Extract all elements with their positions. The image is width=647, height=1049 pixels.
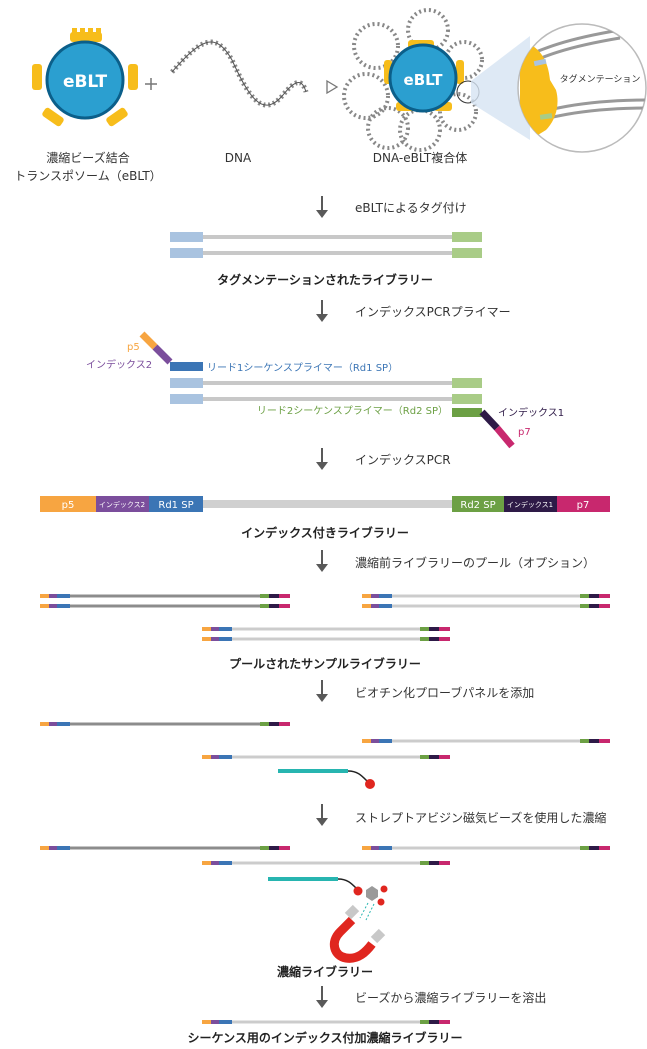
- final-library: [202, 1020, 450, 1024]
- zoom-cone: [471, 36, 530, 140]
- p7-label: p7: [518, 427, 531, 438]
- library-fragment: [202, 1020, 450, 1024]
- bead-caption-1: 濃縮ビーズ結合: [46, 150, 129, 165]
- index2-label: インデックス2: [86, 358, 152, 371]
- library-fragment: [202, 755, 450, 759]
- bar-p7: p7: [577, 500, 590, 511]
- bar-index2: インデックス2: [99, 500, 145, 509]
- step6-title: 濃縮ライブラリー: [277, 964, 373, 979]
- p5-label: p5: [127, 342, 140, 353]
- library-fragment: [202, 861, 450, 865]
- step7-label: ビーズから濃縮ライブラリーを溶出: [355, 990, 546, 1005]
- bar-index1: インデックス1: [507, 500, 553, 509]
- library-fragment: [202, 627, 450, 631]
- down-arrow-icon: [316, 196, 328, 218]
- down-arrow-icon: [316, 804, 328, 826]
- library-fragment: [362, 604, 610, 608]
- indexed-library-bar: p5 インデックス2 Rd1 SP Rd2 SP インデックス1 p7: [40, 496, 610, 512]
- zoom-circle: タグメンテーション: [517, 23, 647, 153]
- step4-label: 濃縮前ライブラリーのプール（オプション）: [355, 555, 595, 570]
- rd1-label: リード1シーケンスプライマー（Rd1 SP）: [207, 362, 398, 374]
- bead-label: eBLT: [63, 72, 108, 92]
- tagmented-fragment: [170, 232, 482, 258]
- index1-label: インデックス1: [498, 406, 564, 419]
- library-fragment: [40, 604, 290, 608]
- step2-label: インデックスPCRプライマー: [355, 304, 511, 319]
- dna-strand-icon: [170, 39, 309, 108]
- complex-bead-label: eBLT: [404, 71, 444, 89]
- step5-label: ビオチン化プローブパネルを添加: [355, 685, 534, 700]
- step3-title: インデックス付きライブラリー: [241, 525, 409, 540]
- library-fragment: [40, 722, 290, 726]
- down-arrow-icon: [316, 300, 328, 322]
- capture-libraries: [40, 846, 610, 865]
- dna-caption: DNA: [225, 151, 252, 165]
- bar-rd2: Rd2 SP: [460, 500, 495, 511]
- magnet-icon: [329, 904, 386, 963]
- triangle-right-icon: [326, 79, 339, 95]
- pooled-libraries: [40, 594, 610, 641]
- library-fragment: [202, 637, 450, 641]
- streptavidin-bead-icon: [268, 877, 388, 921]
- step6-label: ストレプトアビジン磁気ビーズを使用した濃縮: [355, 810, 606, 825]
- plus-icon: [145, 78, 157, 90]
- down-arrow-icon: [316, 986, 328, 1008]
- complex-caption: DNA-eBLT複合体: [373, 150, 467, 165]
- library-fragment: [362, 594, 610, 598]
- library-fragment: [362, 846, 610, 850]
- step7-title: シーケンス用のインデックス付加濃縮ライブラリー: [187, 1030, 462, 1045]
- step3-label: インデックスPCR: [355, 452, 451, 467]
- library-fragment: [40, 594, 290, 598]
- zoom-label: タグメンテーション: [560, 73, 641, 85]
- down-arrow-icon: [316, 680, 328, 702]
- down-arrow-icon: [316, 448, 328, 470]
- bar-rd1: Rd1 SP: [158, 500, 193, 511]
- probe-hybridization: [40, 722, 610, 759]
- bead-caption-2: トランスポソーム（eBLT）: [14, 169, 161, 183]
- rd2-label: リード2シーケンスプライマー（Rd2 SP）: [257, 405, 448, 417]
- ebblt-bead-icon: eBLT: [32, 28, 138, 127]
- step1-label: eBLTによるタグ付け: [355, 201, 467, 215]
- primer-annealing: [139, 331, 515, 449]
- step4-title: プールされたサンプルライブラリー: [229, 656, 421, 671]
- biotin-probe-icon: [278, 769, 375, 789]
- bar-p5: p5: [62, 500, 75, 511]
- library-fragment: [40, 846, 290, 850]
- down-arrow-icon: [316, 550, 328, 572]
- library-fragment: [362, 739, 610, 743]
- step1-title: タグメンテーションされたライブラリー: [217, 272, 433, 287]
- complex-icon: eBLT: [342, 8, 484, 152]
